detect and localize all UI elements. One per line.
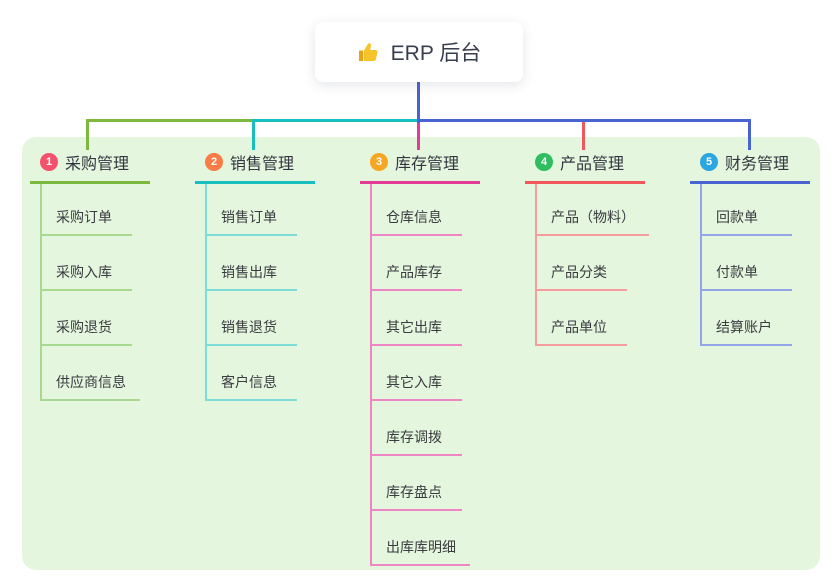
branch-product: 4 产品管理 产品（物料） 产品分类 产品单位 (525, 148, 649, 346)
branch-label: 库存管理 (395, 156, 460, 173)
child-item[interactable]: 采购入库 (42, 236, 132, 291)
connector-drop-sales (252, 119, 255, 150)
branch-finance: 5 财务管理 回款单 付款单 结算账户 (690, 148, 810, 346)
child-item[interactable]: 其它出库 (372, 291, 462, 346)
branch-header-finance[interactable]: 5 财务管理 (690, 148, 810, 184)
child-item[interactable]: 产品分类 (537, 236, 627, 291)
child-item[interactable]: 产品单位 (537, 291, 627, 346)
branch-label: 销售管理 (230, 156, 295, 173)
branch-label: 产品管理 (560, 156, 625, 173)
child-item[interactable]: 采购退货 (42, 291, 132, 346)
child-item[interactable]: 仓库信息 (372, 184, 462, 236)
thumbs-up-icon (358, 43, 378, 61)
branch-inventory: 3 库存管理 仓库信息 产品库存 其它出库 其它入库 库存调拨 库存盘点 出库库… (360, 148, 480, 566)
child-item[interactable]: 销售退货 (207, 291, 297, 346)
branch-header-product[interactable]: 4 产品管理 (525, 148, 645, 184)
branch-header-sales[interactable]: 2 销售管理 (195, 148, 315, 184)
connector-drop-finance (748, 119, 751, 150)
child-list-inventory: 仓库信息 产品库存 其它出库 其它入库 库存调拨 库存盘点 出库库明细 (370, 184, 470, 566)
child-list-sales: 销售订单 销售出库 销售退货 客户信息 (205, 184, 297, 401)
child-item[interactable]: 库存调拨 (372, 401, 462, 456)
child-item[interactable]: 库存盘点 (372, 456, 462, 511)
child-item[interactable]: 产品（物料） (537, 184, 649, 236)
branches-panel (22, 137, 820, 570)
branch-header-purchase[interactable]: 1 采购管理 (30, 148, 150, 184)
connector-drop-inventory (417, 119, 420, 150)
branch-purchase: 1 采购管理 采购订单 采购入库 采购退货 供应商信息 (30, 148, 150, 401)
branch-badge-3: 3 (370, 153, 388, 171)
connector-drop-purchase (86, 119, 89, 150)
child-item[interactable]: 销售出库 (207, 236, 297, 291)
connector-bus-sales (252, 119, 418, 122)
child-item[interactable]: 产品库存 (372, 236, 462, 291)
branch-sales: 2 销售管理 销售订单 销售出库 销售退货 客户信息 (195, 148, 315, 401)
child-list-finance: 回款单 付款单 结算账户 (700, 184, 792, 346)
branch-badge-4: 4 (535, 153, 553, 171)
child-item[interactable]: 其它入库 (372, 346, 462, 401)
child-item[interactable]: 付款单 (702, 236, 792, 291)
branch-badge-2: 2 (205, 153, 223, 171)
root-title: ERP 后台 (390, 42, 482, 65)
child-item[interactable]: 客户信息 (207, 346, 297, 401)
connector-drop-product (582, 119, 585, 150)
child-item[interactable]: 销售订单 (207, 184, 297, 236)
connector-bus-finance (417, 119, 751, 122)
connector-root-stem (417, 82, 420, 123)
child-item[interactable]: 供应商信息 (42, 346, 140, 401)
branch-label: 采购管理 (65, 156, 130, 173)
connector-bus-purchase (86, 119, 253, 122)
child-list-purchase: 采购订单 采购入库 采购退货 供应商信息 (40, 184, 140, 401)
child-item[interactable]: 结算账户 (702, 291, 792, 346)
child-item[interactable]: 出库库明细 (372, 511, 470, 566)
branch-label: 财务管理 (725, 156, 790, 173)
child-item[interactable]: 回款单 (702, 184, 792, 236)
root-node[interactable]: ERP 后台 (315, 22, 523, 82)
child-item[interactable]: 采购订单 (42, 184, 132, 236)
child-list-product: 产品（物料） 产品分类 产品单位 (535, 184, 649, 346)
branch-header-inventory[interactable]: 3 库存管理 (360, 148, 480, 184)
branch-badge-1: 1 (40, 153, 58, 171)
branch-badge-5: 5 (700, 153, 718, 171)
